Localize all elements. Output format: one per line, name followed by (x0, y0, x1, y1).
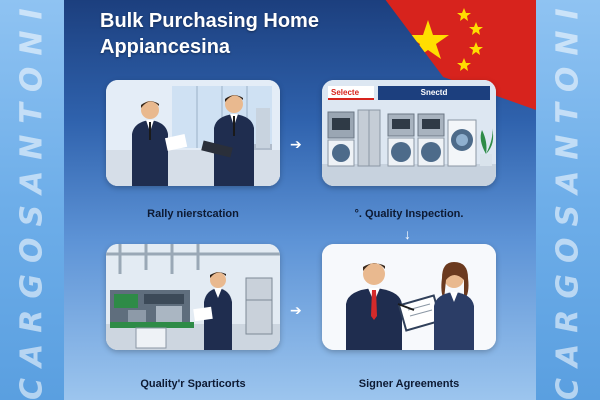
title-line-1: Bulk Purchasing Home (100, 10, 319, 32)
watermark-text-right: CARGOSANTONI (550, 0, 586, 400)
poster-title: Bulk Purchasing Home Appiancesina (100, 8, 350, 60)
arrow-right-icon: ➔ (290, 302, 302, 318)
selected-sign: Selecte (328, 86, 374, 100)
flag-stars-icon (407, 8, 483, 71)
step-3-caption: Quality'r Sparticorts (140, 378, 246, 390)
step-4-agreement-image (322, 244, 496, 350)
step-1-caption: Rally nierstcation (147, 208, 239, 220)
title-line-2: Appiancesina (100, 36, 231, 58)
arrow-down-icon: ↓ (404, 226, 411, 242)
watermark-strip-left: CARGOSANTONI (0, 0, 64, 400)
step-4-caption: Signer Agreements (358, 378, 460, 390)
watermark-text-left: CARGOSANTONI (14, 0, 50, 400)
step-3-factory-image (106, 244, 280, 350)
step-2-appliances-image: Selecte Snectd (322, 80, 496, 186)
showroom-sign: Snectd (378, 86, 490, 100)
infographic-poster: Bulk Purchasing Home Appiancesina (64, 0, 536, 400)
step-1-meeting-image (106, 80, 280, 186)
watermark-strip-right: CARGOSANTONI (536, 0, 600, 400)
arrow-right-icon: ➔ (290, 136, 302, 152)
step-2-caption: °. Quality Inspection. (354, 208, 464, 220)
